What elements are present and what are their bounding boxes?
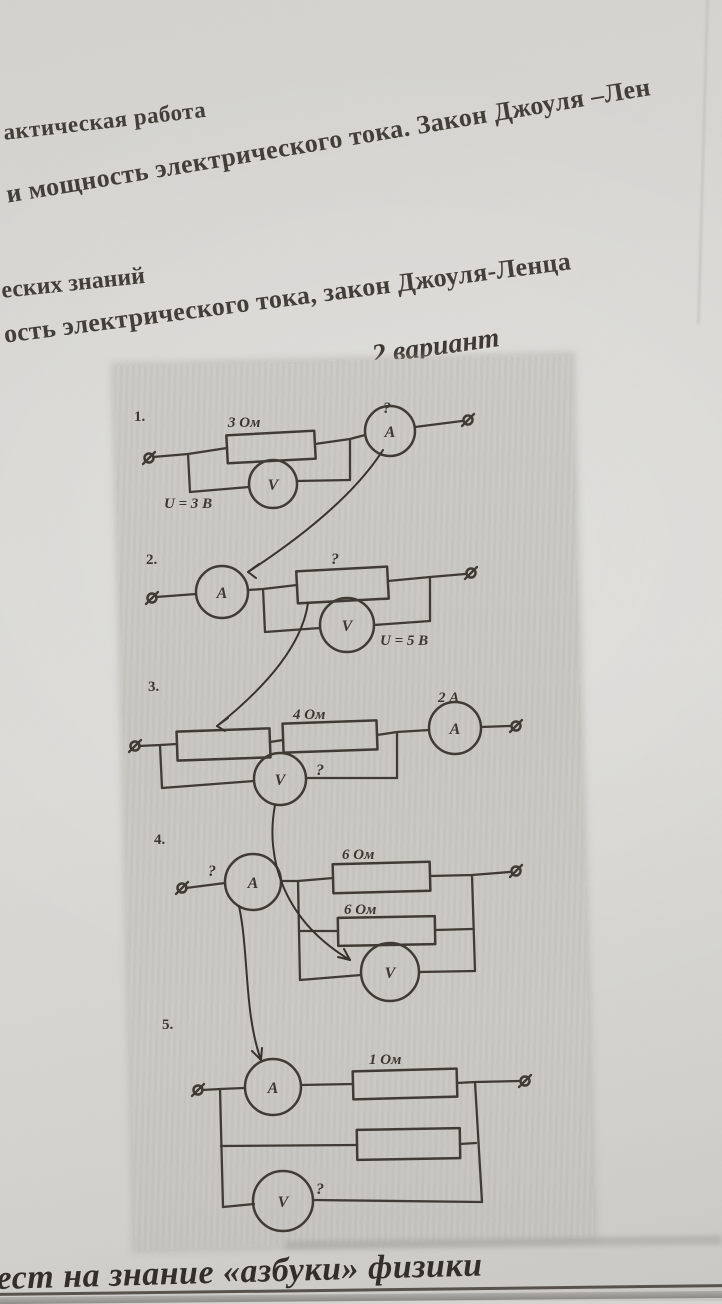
circuit-2: 2. A ? V U = 5 В bbox=[144, 551, 479, 654]
ammeter-icon: A bbox=[223, 852, 283, 912]
voltmeter-question-label: ? bbox=[316, 762, 324, 779]
circuit-diagrams: 1. 3 Ом A ? V U = 3 В bbox=[127, 400, 533, 1233]
terminal-icon bbox=[463, 565, 479, 581]
voltmeter-label: U = 5 В bbox=[380, 633, 428, 649]
voltmeter-icon: V bbox=[252, 751, 308, 807]
svg-text:A: A bbox=[449, 721, 461, 738]
paper-edge-line bbox=[697, 0, 709, 324]
svg-text:V: V bbox=[268, 477, 280, 494]
svg-text:A: A bbox=[216, 585, 228, 602]
circuit-number: 4. bbox=[154, 832, 166, 848]
svg-text:V: V bbox=[275, 772, 287, 789]
voltmeter-icon: V bbox=[247, 458, 299, 510]
resistor bbox=[351, 1067, 459, 1101]
resistor-label: 6 Ом bbox=[344, 902, 376, 918]
svg-text:A: A bbox=[267, 1080, 279, 1097]
header-line-1: актическая работа bbox=[2, 96, 208, 145]
header-line-3: еских знаний bbox=[0, 262, 147, 304]
voltmeter-label: U = 3 В bbox=[164, 496, 212, 512]
circuit-5: 5. A 1 Ом V ? bbox=[162, 1017, 533, 1233]
circuit-number: 5. bbox=[162, 1017, 174, 1033]
resistor bbox=[225, 429, 317, 465]
resistor bbox=[355, 1126, 462, 1162]
svg-text:V: V bbox=[342, 618, 354, 635]
resistor bbox=[281, 719, 379, 754]
ammeter-question-label: ? bbox=[383, 400, 391, 417]
terminal-icon bbox=[508, 718, 524, 734]
ammeter-icon: A bbox=[427, 700, 483, 756]
voltmeter-icon: V bbox=[359, 941, 421, 1003]
circuit-number: 2. bbox=[146, 552, 158, 568]
svg-text:A: A bbox=[247, 875, 259, 892]
svg-text:V: V bbox=[278, 1194, 290, 1211]
arrow-circuit4-to-circuit5 bbox=[238, 905, 262, 1061]
circuit-number: 1. bbox=[134, 409, 146, 425]
terminal-icon bbox=[460, 412, 476, 428]
terminal-icon bbox=[517, 1073, 533, 1089]
ammeter-question-label: ? bbox=[208, 863, 216, 880]
header-line-2: и мощность электрического тока. Закон Дж… bbox=[4, 72, 653, 209]
resistor-label: 6 Ом bbox=[342, 847, 374, 863]
resistor-question-label: ? bbox=[331, 551, 339, 568]
resistor-label: 3 Ом bbox=[227, 415, 260, 431]
resistor bbox=[331, 860, 432, 895]
circuit-3: 3. 4 Ом A 2 А V ? bbox=[127, 679, 524, 807]
resistor bbox=[336, 914, 437, 948]
svg-text:V: V bbox=[385, 965, 397, 982]
resistor-label: 1 Ом bbox=[369, 1052, 401, 1068]
resistor bbox=[175, 727, 272, 762]
svg-text:A: A bbox=[384, 424, 396, 441]
arrow-circuit1-to-circuit2 bbox=[247, 449, 384, 573]
circuit-4: 4. ? A 6 Ом 6 Ом V bbox=[154, 832, 524, 1003]
voltmeter-question-label: ? bbox=[316, 1181, 324, 1198]
circuit-number: 3. bbox=[148, 679, 160, 695]
ammeter-label: 2 А bbox=[437, 690, 459, 706]
voltmeter-icon: V bbox=[318, 596, 376, 654]
circuit-1: 1. 3 Ом A ? V U = 3 В bbox=[134, 400, 476, 512]
resistor-label: 4 Ом bbox=[292, 707, 325, 723]
ammeter-icon: A bbox=[243, 1057, 303, 1117]
terminal-icon bbox=[508, 863, 524, 879]
ammeter-icon: A bbox=[194, 564, 250, 620]
voltmeter-icon: V bbox=[251, 1169, 315, 1233]
